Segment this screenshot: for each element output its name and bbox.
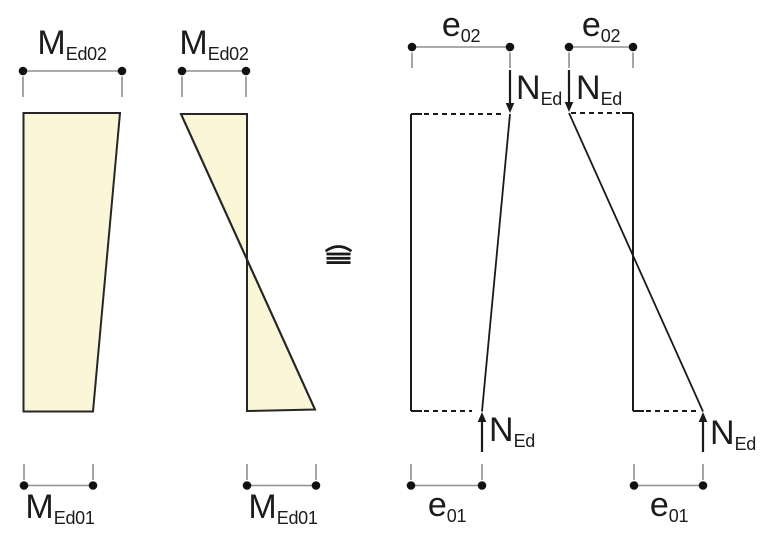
dim-dot xyxy=(407,42,417,52)
dim-eccentricity-top-1 xyxy=(407,42,515,68)
dim-dot xyxy=(628,42,638,52)
dim-dot xyxy=(88,481,98,490)
axial-force-label-bottom-2: NEd xyxy=(710,416,756,461)
moment-bottom-label-2: MEd01 xyxy=(248,490,317,535)
moment-gradient-line xyxy=(180,113,316,410)
arrow-head xyxy=(698,412,708,422)
axial-force-arrow-up xyxy=(698,412,708,452)
symbol: N xyxy=(516,69,541,107)
dim-dot xyxy=(177,66,187,76)
dim-dot xyxy=(505,42,515,52)
dim-moment-bottom-1 xyxy=(19,464,98,490)
symbol: N xyxy=(489,411,514,449)
subscript: 01 xyxy=(446,506,467,526)
dim-moment-top-1 xyxy=(18,66,127,97)
subscript: Ed xyxy=(734,434,757,454)
equivalence-bar xyxy=(326,252,351,256)
dim-dot xyxy=(242,481,252,490)
subscript: Ed xyxy=(540,89,563,109)
moment-diagram-double-curvature xyxy=(179,113,317,413)
axial-force-arrow-down xyxy=(564,70,574,112)
arrow-head xyxy=(477,412,487,422)
dim-dot xyxy=(311,481,321,490)
moment-top-label-2: MEd02 xyxy=(179,26,248,71)
symbol: M xyxy=(248,488,277,526)
moment-top-label-1: MEd02 xyxy=(37,26,106,71)
eccentricity-top-label-1: e02 xyxy=(441,6,481,53)
dim-dot xyxy=(477,481,487,490)
subscript: Ed01 xyxy=(276,508,318,528)
symbol: N xyxy=(576,69,601,107)
eccentricity-diagram-2 xyxy=(564,70,708,452)
equivalence-bar xyxy=(326,261,351,264)
symbol: N xyxy=(710,414,735,452)
subscript: 02 xyxy=(600,26,621,46)
symbol: e xyxy=(427,486,447,524)
axial-force-label-bottom-1: NEd xyxy=(489,413,535,458)
dim-dot xyxy=(19,481,29,490)
equivalence-bar xyxy=(326,256,351,260)
arrow-head xyxy=(505,103,515,113)
dim-moment-top-2 xyxy=(177,66,251,97)
moment-diagram-trapezoid xyxy=(22,112,122,413)
dim-dot xyxy=(698,481,708,490)
dim-dot xyxy=(564,42,574,52)
subscript: 01 xyxy=(668,506,689,526)
symbol: M xyxy=(25,488,54,526)
symbol: e xyxy=(441,6,461,44)
axial-force-label-top-1: NEd xyxy=(516,71,562,116)
subscript: Ed02 xyxy=(65,44,107,64)
dim-dot xyxy=(406,481,416,490)
subscript: Ed02 xyxy=(207,44,249,64)
dim-dot xyxy=(629,481,639,490)
eccentricity-bottom-label-2: e01 xyxy=(649,486,689,533)
symbol: e xyxy=(581,6,601,44)
eccentricity-diagram-1 xyxy=(410,70,515,452)
subscript: 02 xyxy=(460,26,481,46)
axial-force-arrow-up xyxy=(477,412,487,452)
axial-force-label-top-2: NEd xyxy=(576,71,622,116)
force-eccentricity-line xyxy=(481,113,511,412)
force-eccentricity-line xyxy=(568,112,704,412)
equivalence-icon xyxy=(325,245,352,264)
dim-eccentricity-top-2 xyxy=(564,42,638,68)
axial-force-arrow-down xyxy=(505,70,515,113)
arrow-head xyxy=(564,102,574,112)
dim-eccentricity-bottom-2 xyxy=(629,464,708,490)
dim-moment-bottom-2 xyxy=(242,464,321,490)
moment-bottom-label-1: MEd01 xyxy=(25,490,94,535)
symbol: e xyxy=(649,486,669,524)
eccentricity-top-label-2: e02 xyxy=(581,6,621,53)
eccentricity-bottom-label-1: e01 xyxy=(427,486,467,533)
symbol: M xyxy=(37,24,66,62)
moment-area-trapezoid xyxy=(22,112,122,413)
equivalence-arc xyxy=(325,245,352,252)
dim-dot xyxy=(117,66,127,76)
dim-dot xyxy=(241,66,251,76)
subscript: Ed01 xyxy=(53,508,95,528)
symbol: M xyxy=(179,24,208,62)
dim-dot xyxy=(18,66,28,76)
subscript: Ed xyxy=(600,89,623,109)
subscript: Ed xyxy=(513,431,536,451)
dim-eccentricity-bottom-1 xyxy=(406,464,487,490)
